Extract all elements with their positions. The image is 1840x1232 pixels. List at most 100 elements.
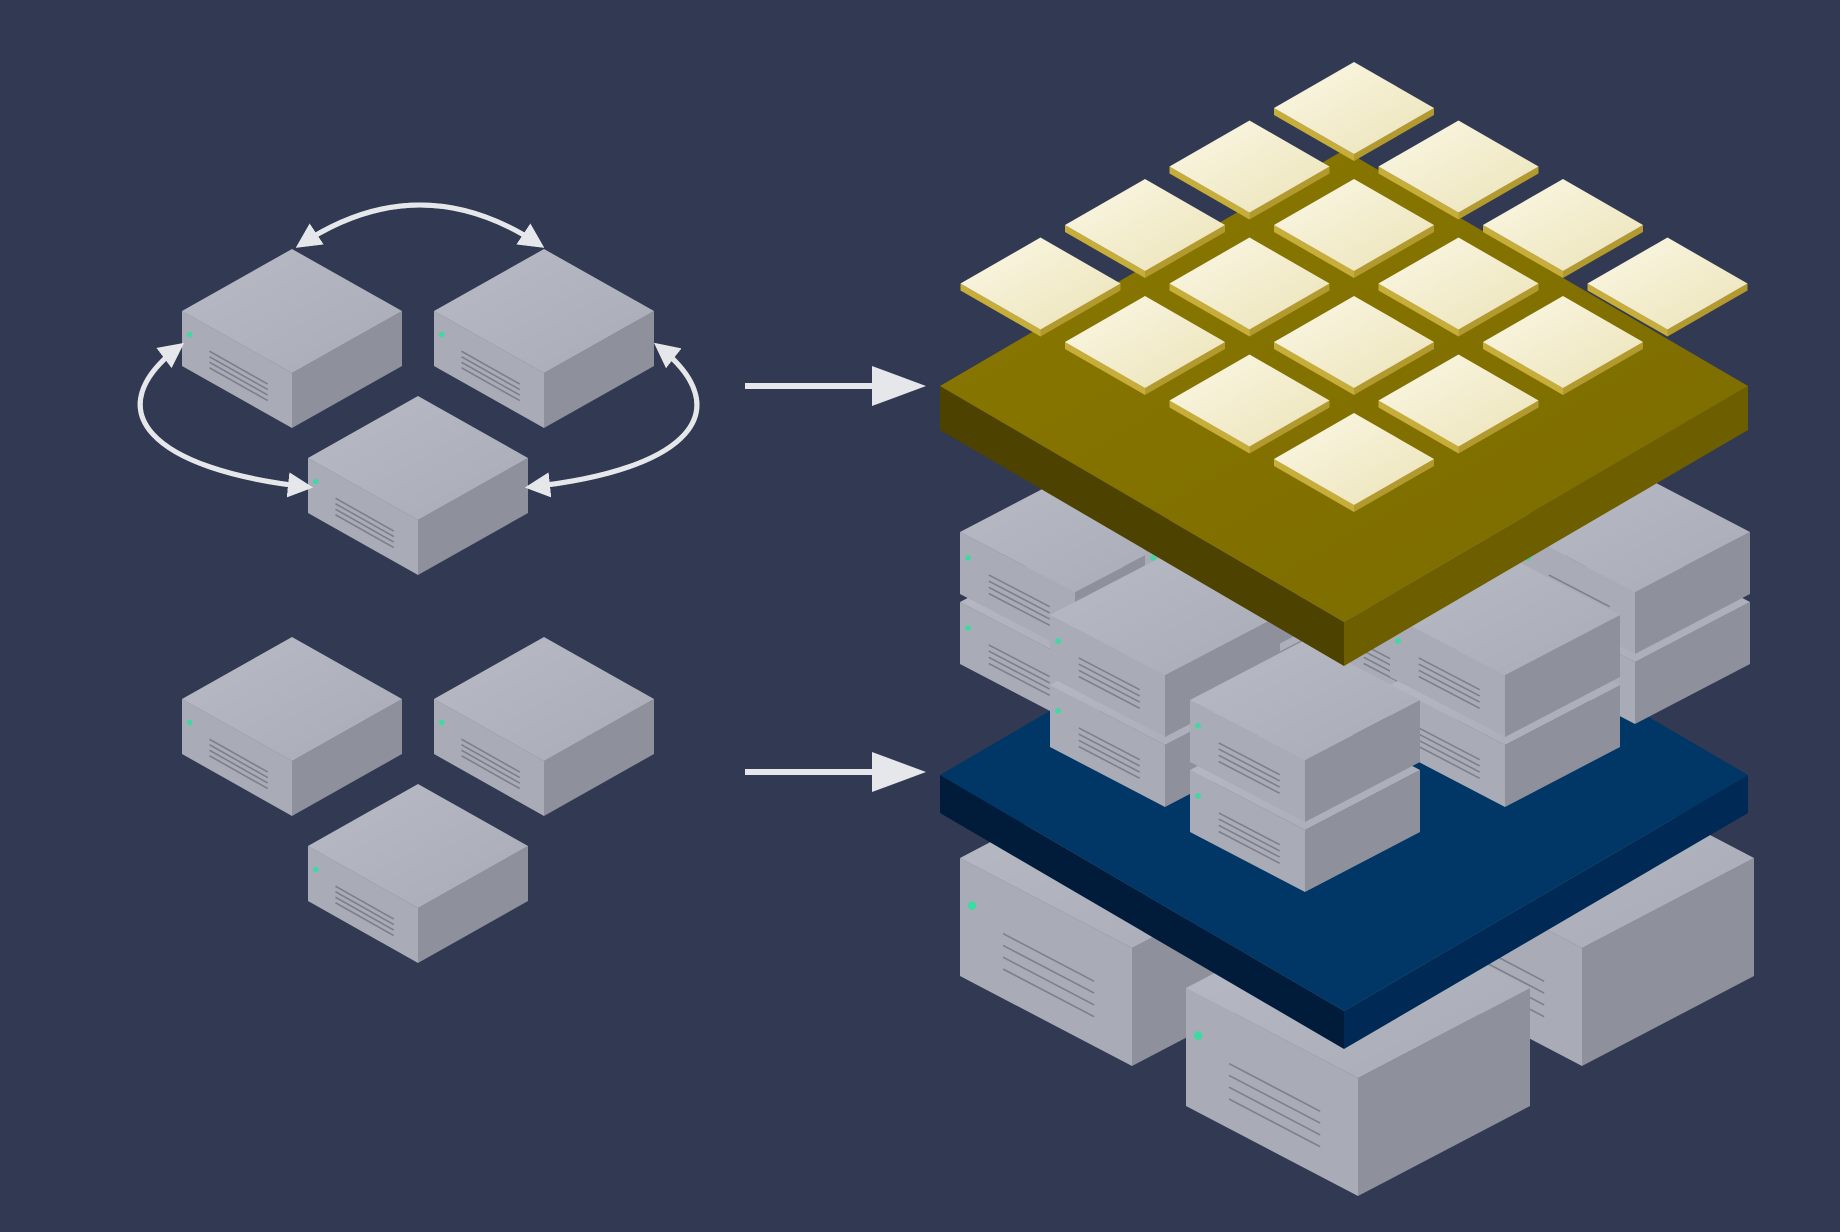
vent-line bbox=[1078, 745, 1141, 780]
server-led-icon bbox=[967, 901, 977, 910]
vent-line bbox=[461, 356, 521, 391]
tile bbox=[1065, 179, 1225, 278]
vent-line bbox=[988, 656, 1051, 690]
server-led-icon bbox=[1195, 793, 1201, 799]
vent-line bbox=[1218, 760, 1281, 795]
vent-line bbox=[1078, 727, 1141, 761]
tile bbox=[1169, 237, 1330, 337]
vent-line bbox=[1418, 663, 1481, 697]
tile bbox=[1483, 296, 1643, 395]
server-led-icon bbox=[965, 625, 971, 631]
server-led-icon bbox=[186, 331, 193, 338]
vent-line bbox=[1078, 669, 1141, 703]
cluster-bottom bbox=[137, 202, 700, 963]
vent-line bbox=[1418, 733, 1481, 767]
connector-arrows bbox=[745, 366, 926, 792]
vent-line bbox=[335, 514, 395, 549]
vent-line bbox=[209, 744, 269, 779]
vent-line bbox=[461, 350, 521, 385]
vent-line bbox=[1078, 739, 1141, 773]
vent-line bbox=[461, 738, 521, 773]
tile bbox=[1169, 354, 1330, 454]
vent-line bbox=[1548, 574, 1611, 608]
vent-line bbox=[1078, 663, 1141, 697]
vent-line bbox=[461, 744, 521, 779]
vent-line bbox=[1002, 944, 1095, 994]
server-led-icon bbox=[965, 555, 971, 561]
vent-line bbox=[1218, 830, 1281, 865]
arrow-right-icon bbox=[872, 752, 926, 792]
vent-line bbox=[1228, 1086, 1321, 1136]
vent-line bbox=[335, 503, 395, 538]
vent-line bbox=[988, 644, 1051, 678]
tile bbox=[1378, 120, 1539, 220]
tile bbox=[1378, 237, 1539, 337]
server-led-icon bbox=[1193, 1031, 1203, 1040]
vent-line bbox=[1218, 742, 1281, 776]
connector-bottom bbox=[745, 752, 926, 792]
left-clusters bbox=[137, 202, 700, 963]
vent-line bbox=[209, 749, 269, 784]
vent-line bbox=[1218, 754, 1281, 788]
vent-line bbox=[1418, 745, 1481, 780]
tile bbox=[1065, 296, 1225, 395]
vent-line bbox=[461, 361, 521, 396]
vent-line bbox=[1002, 956, 1095, 1006]
server-led-icon bbox=[186, 719, 193, 726]
server-node-bottom bbox=[308, 784, 528, 963]
server-led-icon bbox=[1195, 723, 1201, 729]
server-node-left bbox=[182, 249, 402, 428]
vent-line bbox=[335, 885, 395, 920]
server-node-bottom bbox=[308, 396, 528, 575]
connector-top bbox=[745, 366, 926, 406]
vent-line bbox=[1418, 675, 1481, 710]
vent-line bbox=[335, 896, 395, 931]
sync-arrow-top bbox=[295, 202, 545, 248]
vent-line bbox=[1418, 739, 1481, 773]
rack-server-upper bbox=[1190, 640, 1420, 822]
vent-line bbox=[1078, 675, 1141, 710]
vent-line bbox=[988, 650, 1051, 684]
vent-line bbox=[1418, 669, 1481, 703]
server-led-icon bbox=[1055, 708, 1061, 714]
server-led-icon bbox=[312, 478, 319, 485]
server-led-icon bbox=[1055, 638, 1061, 644]
vent-line bbox=[1218, 812, 1281, 846]
right-stack bbox=[940, 62, 1754, 1196]
vent-line bbox=[1228, 1062, 1321, 1113]
arrow-right-icon bbox=[872, 366, 926, 406]
vent-line bbox=[461, 367, 521, 402]
vent-line bbox=[1418, 727, 1481, 761]
tile-grid bbox=[960, 62, 1748, 512]
tile bbox=[1378, 354, 1539, 454]
vent-line bbox=[1218, 818, 1281, 852]
vent-line bbox=[335, 891, 395, 926]
server-node-left bbox=[182, 637, 402, 816]
cluster-top bbox=[137, 202, 700, 575]
tile bbox=[1169, 120, 1330, 220]
vent-line bbox=[209, 755, 269, 790]
vent-line bbox=[1228, 1074, 1321, 1124]
tile bbox=[1587, 237, 1748, 337]
sync-arrow-left bbox=[137, 342, 313, 498]
tile bbox=[1274, 179, 1434, 278]
server-node-right bbox=[434, 249, 654, 428]
vent-line bbox=[461, 755, 521, 790]
vent-line bbox=[1228, 1098, 1321, 1148]
vent-line bbox=[1002, 968, 1095, 1018]
vent-line bbox=[335, 902, 395, 937]
server-node-right bbox=[434, 637, 654, 816]
vent-line bbox=[1078, 657, 1141, 691]
vent-line bbox=[988, 662, 1051, 697]
vent-line bbox=[461, 749, 521, 784]
vent-line bbox=[1418, 657, 1481, 691]
vent-line bbox=[988, 586, 1051, 620]
tile bbox=[960, 237, 1121, 337]
vent-line bbox=[988, 574, 1051, 608]
server-led-icon bbox=[312, 866, 319, 873]
tile bbox=[1483, 179, 1643, 278]
vent-line bbox=[335, 508, 395, 543]
vent-line bbox=[988, 580, 1051, 614]
vent-line bbox=[335, 497, 395, 532]
